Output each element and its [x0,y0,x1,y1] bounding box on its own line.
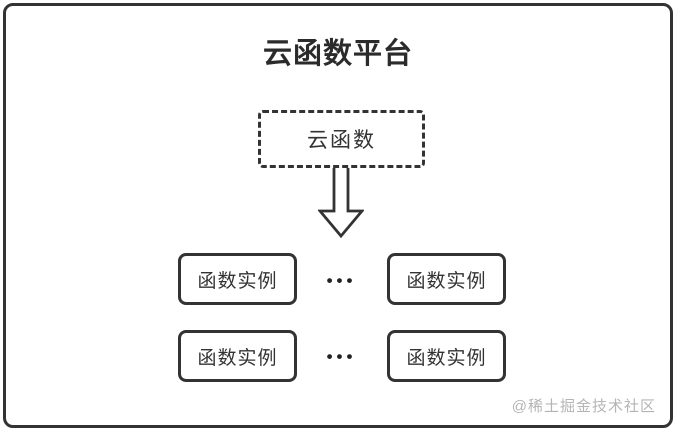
function-instance-box: 函数实例 [178,253,297,305]
ellipsis-row-1: ••• [326,271,357,290]
cloud-function-label: 云函数 [307,129,376,152]
watermark: @稀土掘金技术社区 [511,398,656,415]
function-instance-box: 函数实例 [178,330,297,382]
function-instance-label: 函数实例 [197,347,278,369]
function-instance-box: 函数实例 [387,330,506,382]
function-instance-box: 函数实例 [387,253,506,305]
cloud-function-box: 云函数 [258,110,425,168]
cloud-platform-frame: 云函数平台 云函数 函数实例 ••• 函数实例 函数实例 ••• 函数实例 @稀… [3,3,673,428]
function-instance-label: 函数实例 [406,347,487,369]
ellipsis-row-2: ••• [326,347,357,366]
diagram-title: 云函数平台 [262,38,413,70]
function-instance-label: 函数实例 [406,270,487,292]
down-arrow-icon [318,168,364,238]
function-instance-label: 函数实例 [197,270,278,292]
